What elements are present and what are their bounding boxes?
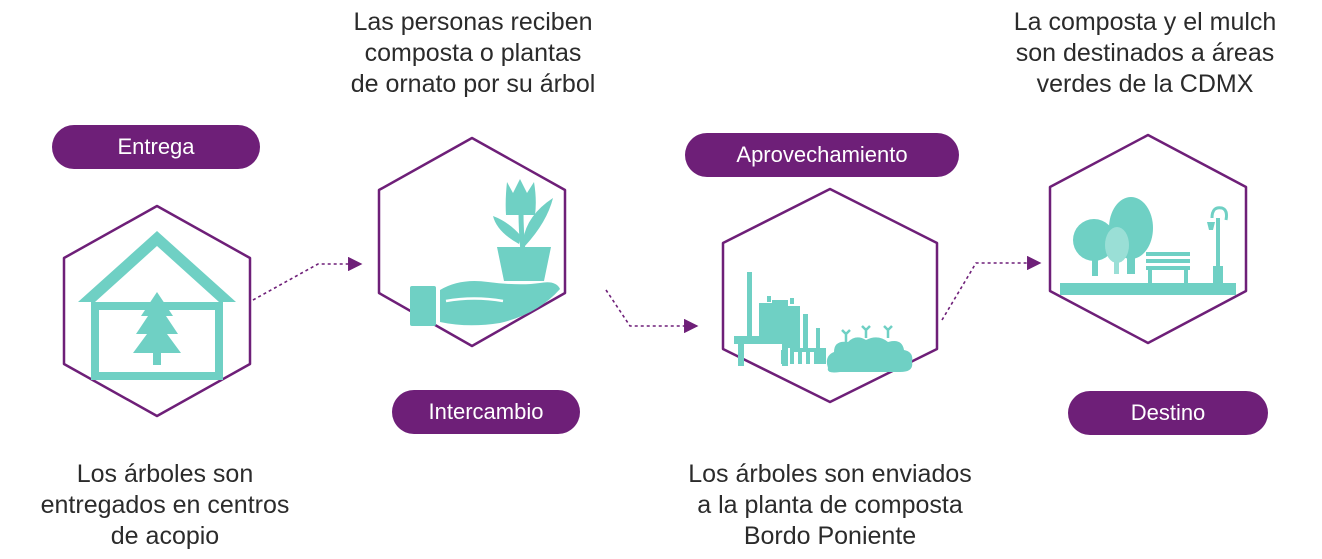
hexagon-aprovechamiento [721, 187, 939, 404]
label-entrega: Entrega [52, 125, 260, 169]
hexagon-intercambio [377, 136, 567, 348]
arrow-aprovechamiento-to-destino [941, 255, 1042, 321]
description-destino: La composta y el mulch son destinados a … [1013, 8, 1277, 98]
description-aprovechamiento: Los árboles son enviados a la planta de … [688, 460, 972, 550]
description-entrega: Los árboles son entregados en centros de… [40, 460, 290, 550]
park-icon [1060, 197, 1236, 295]
arrow-entrega-to-intercambio [252, 256, 363, 301]
arrow-intercambio-to-aprovechamiento [605, 289, 699, 334]
hexagon-entrega [62, 204, 252, 418]
label-destino: Destino [1068, 391, 1268, 435]
hexagon-destino [1048, 133, 1248, 345]
hand-with-plant-icon [410, 179, 560, 326]
label-aprovechamiento: Aprovechamiento [685, 133, 959, 177]
label-intercambio: Intercambio [392, 390, 580, 434]
house-with-tree-icon [78, 231, 236, 380]
composting-plant-icon [734, 272, 913, 373]
description-intercambio: Las personas reciben composta o plantas … [350, 8, 596, 98]
